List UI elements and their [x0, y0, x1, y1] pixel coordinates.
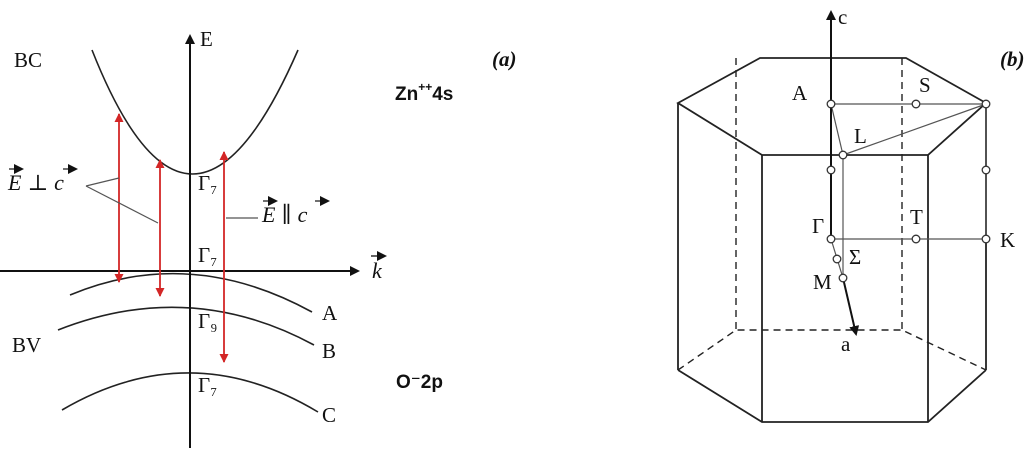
perp-pointer-1 [85, 177, 120, 187]
point-gamma-label: Γ [812, 214, 824, 238]
o-2p-label: O⁻2p [396, 372, 443, 393]
valence-band-b-curve [57, 306, 315, 346]
s-to-l-line [842, 103, 987, 156]
point-sigma-label: Σ [849, 245, 861, 269]
point-k-marker [981, 234, 991, 244]
panel-a: BC BV E k (a) Zn++4s O⁻2p Γ₇ Γ₇ Γ₉ Γ₇ A … [0, 27, 517, 448]
panel-b: c a (b) A S L T Γ K Σ M [676, 5, 1025, 423]
gamma-9-band-b: Γ₉ [198, 309, 217, 333]
point-sigma-marker [832, 254, 842, 264]
point-upper-marker [826, 165, 836, 175]
e-perp-c-label: E⊥c [7, 164, 78, 195]
e-par-c-text: E∥c [261, 202, 308, 227]
gamma-7-conduction: Γ₇ [198, 171, 217, 195]
conduction-band-curve [91, 49, 299, 175]
e-par-c-label: E∥c [261, 196, 330, 227]
point-k-label: K [1000, 228, 1015, 252]
point-right-upper-marker [981, 165, 991, 175]
point-a-label: A [792, 81, 808, 105]
point-s-label: S [919, 73, 931, 97]
bottom-hexagon-front [677, 369, 987, 423]
energy-axis-label: E [200, 27, 213, 51]
a-to-l-line [830, 103, 844, 156]
bv-label: BV [12, 333, 41, 357]
point-t-label: T [910, 205, 923, 229]
gamma-7-band-a: Γ₇ [198, 243, 217, 267]
band-a-label: A [322, 301, 338, 325]
bottom-hexagon-back [677, 329, 987, 371]
band-b-label: B [322, 339, 336, 363]
point-t-marker [911, 234, 921, 244]
panel-b-tag: (b) [1000, 47, 1025, 71]
zn-label: Zn++4s [395, 80, 453, 105]
point-corner-marker [981, 99, 991, 109]
point-m-marker [838, 273, 848, 283]
point-a-marker [826, 99, 836, 109]
a-axis-label: a [841, 332, 851, 356]
band-c-label: C [322, 403, 336, 427]
point-gamma-marker [826, 234, 836, 244]
a-axis [842, 277, 860, 336]
point-l-marker [838, 150, 848, 160]
point-l-label: L [854, 124, 867, 148]
perp-pointer-2 [85, 185, 159, 224]
panel-a-tag: (a) [492, 47, 517, 71]
k-axis-label: k [372, 258, 383, 283]
point-m-label: M [813, 270, 832, 294]
point-s-marker [911, 99, 921, 109]
gamma-7-band-c: Γ₇ [198, 373, 217, 397]
e-perp-c-text: E⊥c [7, 170, 64, 195]
bc-label: BC [14, 48, 42, 72]
c-axis-label: c [838, 5, 847, 29]
